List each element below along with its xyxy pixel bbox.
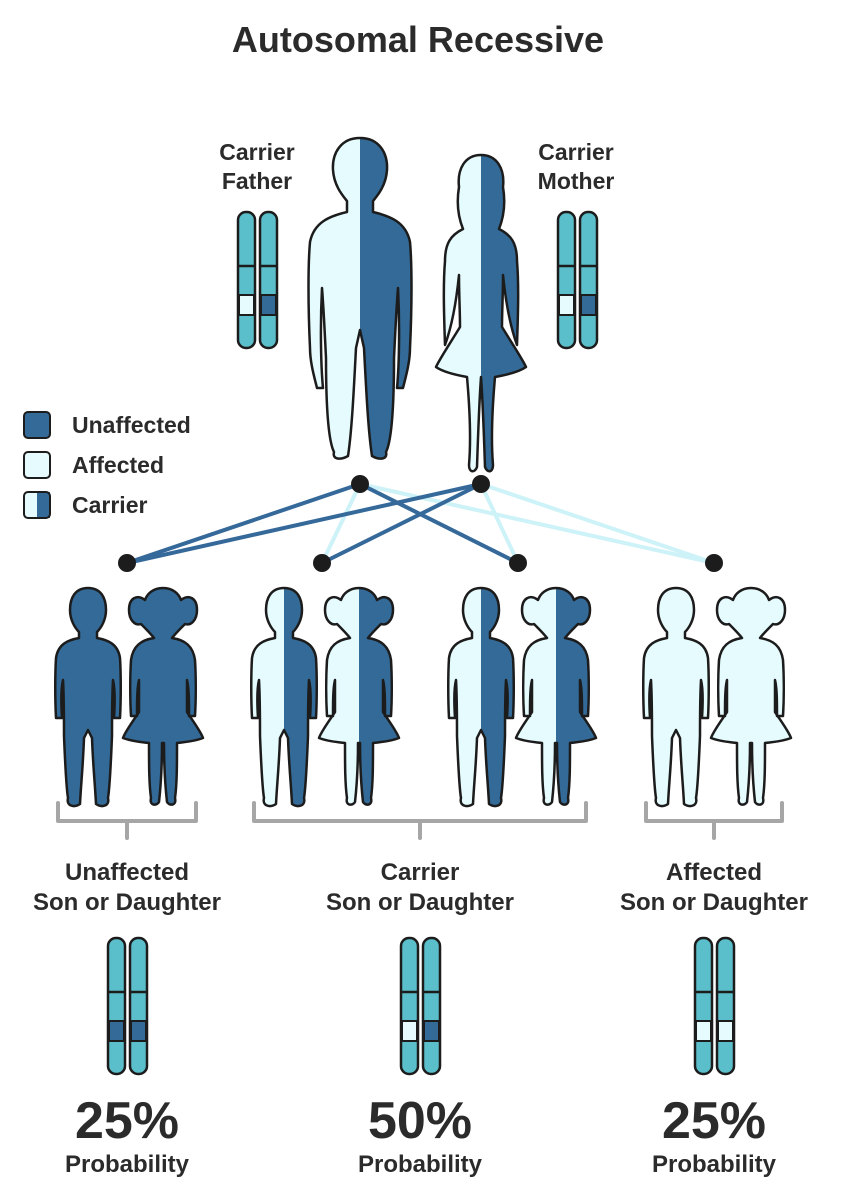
carrier-mother-figure	[434, 153, 528, 473]
probability-label-unaffected: Probability	[65, 1151, 190, 1178]
father-node	[351, 475, 369, 493]
mother-allele-to-carrier-a	[320, 482, 483, 565]
father-chromosome-pair	[236, 210, 279, 350]
carrier-daughter-figure-a	[317, 586, 401, 806]
father-label-line2: Father	[222, 168, 292, 194]
unaffected-daughter-figure	[121, 586, 205, 806]
legend-label-unaffected: Unaffected	[72, 412, 191, 438]
outcome-unaffected-line1: Unaffected	[65, 859, 189, 886]
father-allele-to-carrier-b	[358, 482, 520, 565]
bracket-unaffected	[56, 801, 198, 840]
probability-label-carrier: Probability	[358, 1151, 483, 1178]
carrier-daughter-figure-b	[514, 586, 598, 806]
mother-label-line2: Mother	[538, 168, 615, 194]
percent-affected: 25%	[662, 1092, 766, 1150]
legend: Unaffected Affected Carrier	[23, 411, 191, 519]
outcome-unaffected-line2: Son or Daughter	[33, 889, 221, 916]
outcome-affected-line2: Son or Daughter	[620, 889, 808, 916]
mother-allele-to-unaffected	[125, 482, 483, 565]
father-allele-to-unaffected	[125, 482, 362, 565]
legend-label-carrier: Carrier	[72, 492, 147, 518]
father-allele-to-carrier-a	[320, 482, 362, 565]
affected-daughter-figure	[709, 586, 793, 806]
inheritance-lines	[125, 482, 716, 565]
father-label-line1: Carrier	[219, 139, 294, 165]
probability-label-affected: Probability	[652, 1151, 777, 1178]
outcome-carrier-line1: Carrier	[381, 859, 460, 886]
affected-son-figure	[642, 586, 710, 808]
legend-label-affected: Affected	[72, 452, 164, 478]
carrier-father-figure	[307, 136, 413, 460]
father-allele-to-affected	[358, 482, 716, 565]
child-node-unaffected	[118, 554, 136, 572]
legend-swatch-unaffected	[23, 411, 51, 439]
child-node-carrier-b	[509, 554, 527, 572]
mother-allele-to-carrier-b	[479, 482, 520, 565]
mother-node	[472, 475, 490, 493]
unaffected-son-figure	[54, 586, 122, 808]
percent-carrier: 50%	[368, 1092, 472, 1150]
unaffected-chromosome-pair	[106, 936, 149, 1076]
child-node-affected	[705, 554, 723, 572]
outcome-affected-line1: Affected	[666, 859, 762, 886]
percent-unaffected: 25%	[75, 1092, 179, 1150]
mother-label-line1: Carrier	[538, 139, 613, 165]
carrier-son-figure-b	[447, 586, 515, 808]
legend-swatch-carrier	[23, 491, 51, 519]
mother-chromosome-pair	[556, 210, 599, 350]
mother-allele-to-affected	[479, 482, 716, 565]
bracket-carrier	[252, 801, 588, 840]
carrier-chromosome-pair	[399, 936, 442, 1076]
child-node-carrier-a	[313, 554, 331, 572]
legend-swatch-affected	[23, 451, 51, 479]
page-title: Autosomal Recessive	[232, 19, 604, 60]
bracket-affected	[644, 801, 784, 840]
carrier-son-figure-a	[250, 586, 318, 808]
affected-chromosome-pair	[693, 936, 736, 1076]
outcome-carrier-line2: Son or Daughter	[326, 889, 514, 916]
